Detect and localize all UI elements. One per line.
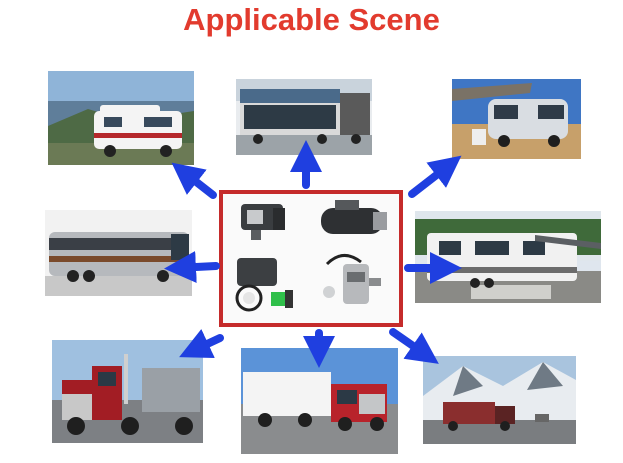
water-heater-photo xyxy=(241,204,285,240)
promo-truck-photo xyxy=(236,79,372,155)
arrow-to-dump-truck xyxy=(389,328,439,364)
air-heater-photo xyxy=(321,200,387,234)
heater-kit-photo xyxy=(235,258,293,312)
product-frame xyxy=(219,190,403,327)
heater-assembly-photo xyxy=(323,254,381,304)
dump-truck-photo xyxy=(423,356,576,444)
motorhome-photo xyxy=(48,71,194,165)
travel-trailer-photo xyxy=(415,211,601,303)
camper-van-photo xyxy=(452,79,581,159)
tour-bus-photo xyxy=(45,210,192,296)
arrow-to-camper-van xyxy=(408,155,462,198)
freight-truck-photo xyxy=(241,348,398,454)
arrow-to-motorhome xyxy=(171,162,217,199)
semi-truck-photo xyxy=(52,340,203,443)
page-title: Applicable Scene xyxy=(183,2,440,37)
